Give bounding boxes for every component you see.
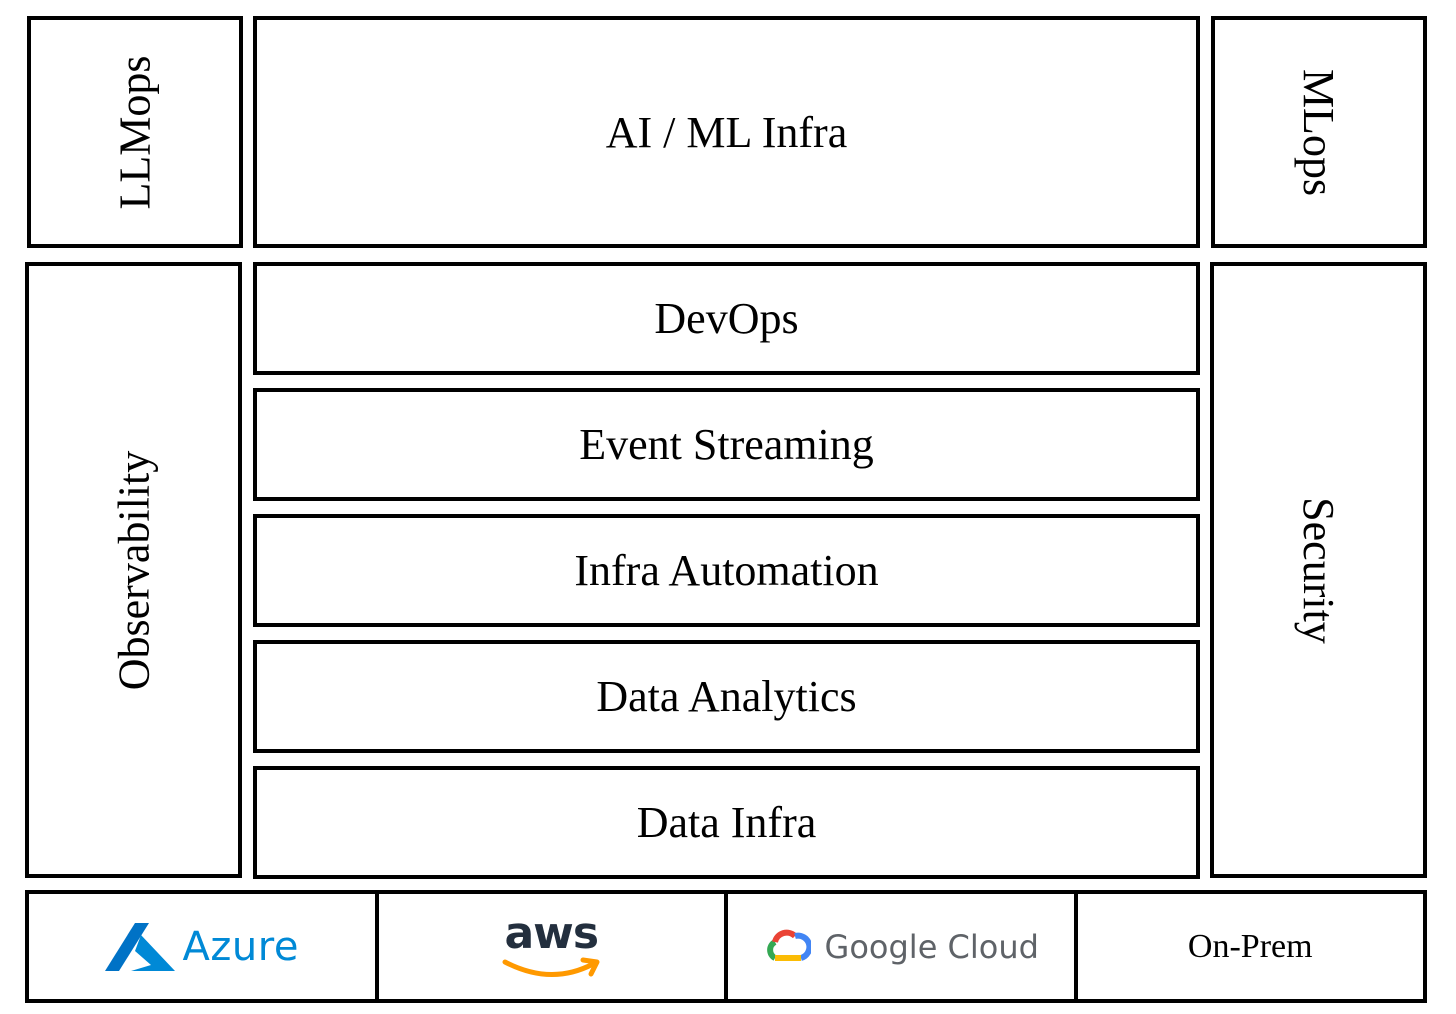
llmops-label: LLMops [110, 55, 160, 209]
mlops-block: MLops [1211, 16, 1427, 248]
layer-data-analytics: Data Analytics [253, 640, 1200, 753]
platform-bar: Azure aws Google Cloud On-Prem [25, 890, 1427, 1003]
layer-event-streaming: Event Streaming [253, 388, 1200, 501]
layer-label: Data Infra [636, 798, 817, 847]
observability-label: Observability [109, 450, 159, 690]
platform-aws: aws [379, 894, 728, 999]
azure-label: Azure [182, 923, 299, 970]
layer-label: Event Streaming [579, 420, 874, 469]
google-cloud-logo-icon [766, 929, 811, 961]
layer-label: Data Analytics [596, 672, 857, 721]
aws-label: aws [504, 907, 599, 959]
layer-label: Infra Automation [574, 546, 879, 595]
llmops-block: LLMops [27, 16, 243, 248]
platform-google-cloud: Google Cloud [728, 894, 1078, 999]
platform-azure: Azure [29, 894, 379, 999]
google-cloud-label: Google Cloud [824, 927, 1039, 966]
observability-block: Observability [25, 262, 242, 878]
security-label: Security [1293, 496, 1343, 644]
security-block: Security [1210, 262, 1427, 878]
ai-ml-infra-label: AI / ML Infra [605, 107, 848, 157]
layer-infra-automation: Infra Automation [253, 514, 1200, 627]
on-prem-label: On-Prem [1187, 927, 1313, 965]
layer-devops: DevOps [253, 262, 1200, 375]
ai-ml-infra-block: AI / ML Infra [253, 16, 1200, 248]
layer-label: DevOps [654, 294, 799, 343]
mlops-label: MLops [1294, 68, 1344, 196]
layer-data-infra: Data Infra [253, 766, 1200, 879]
aws-smile-icon [502, 957, 600, 977]
azure-logo-icon [104, 922, 175, 971]
platform-on-prem: On-Prem [1078, 894, 1424, 999]
